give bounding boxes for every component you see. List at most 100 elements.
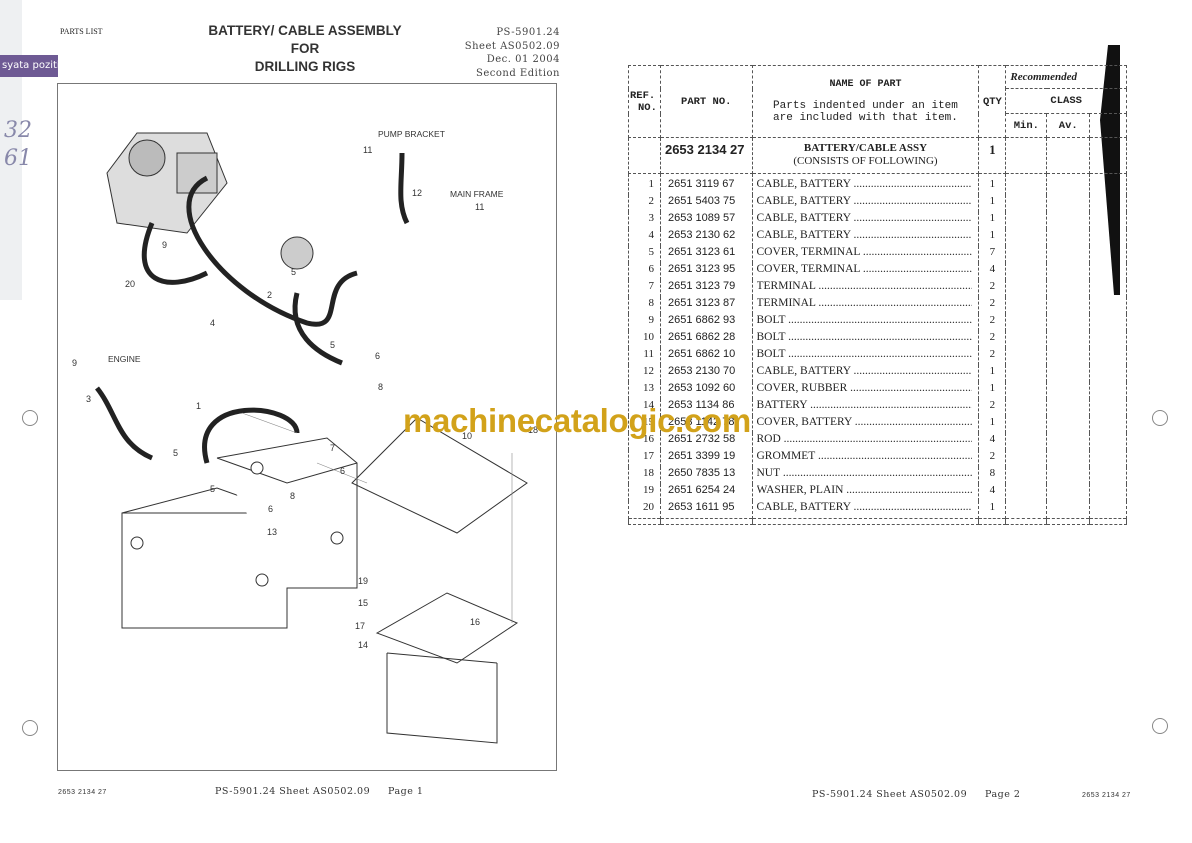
row-name: GROMMET [757,450,972,463]
assembly-part-no: 2653 2134 27 [659,137,753,174]
callout-number: 4 [210,318,216,328]
row-name: BOLT [757,331,972,344]
table-row: 3 2653 1089 57 CABLE, BATTERY 1 [628,212,1127,229]
callout-number: 17 [355,621,366,631]
callout-number: 13 [267,527,278,537]
row-qty: 1 [978,365,1007,382]
row-name: CABLE, BATTERY [757,501,972,514]
assembly-name: BATTERY/CABLE ASSY [803,142,928,154]
row-ref: 4 [628,229,661,246]
row-name: NUT [757,467,972,480]
batteries [121,437,358,629]
table-row: 9 2651 6862 93 BOLT 2 [628,314,1127,331]
header-min: Min. [1005,113,1048,138]
binder-hole [22,720,38,736]
page-title: BATTERY/ CABLE ASSEMBLY FOR DRILLING RIG… [180,22,430,76]
meta-line: Sheet AS0502.09 [464,40,560,52]
row-qty: 4 [978,263,1007,280]
row-part-no: 2651 5403 75 [659,195,753,212]
row-ref: 19 [628,484,661,501]
row-qty: 1 [978,195,1007,212]
row-name: COVER, TERMINAL [757,263,972,276]
cables [95,152,410,464]
row-qty: 2 [978,297,1007,314]
document-meta: PS-5901.24 Sheet AS0502.09 Dec. 01 2004 … [465,26,560,80]
row-name: WASHER, PLAIN [757,484,972,497]
callout-number: 6 [268,504,274,514]
row-ref: 15 [628,416,661,433]
table-row: 4 2653 2130 62 CABLE, BATTERY 1 [628,229,1127,246]
binder-hole [1152,410,1168,426]
row-qty: 8 [978,467,1007,484]
table-row: 10 2651 6862 28 BOLT 2 [628,331,1127,348]
row-ref: 5 [628,246,661,263]
row-qty: 2 [978,450,1007,467]
row-qty: 4 [978,433,1007,450]
binder-hole [22,410,38,426]
callout-number: 3 [86,394,92,404]
callout-number: 9 [162,240,168,250]
starter-motor [106,132,228,234]
row-ref: 13 [628,382,661,399]
table-row: 14 2653 1134 86 BATTERY 2 [628,399,1127,416]
row-part-no: 2653 1089 57 [659,212,753,229]
row-part-no: 2653 1611 95 [659,501,753,519]
row-part-no: 2651 3123 61 [659,246,753,263]
row-name: BOLT [757,348,972,361]
row-ref: 12 [628,365,661,382]
callout-number: 7 [330,443,336,453]
callout-number: 11 [363,145,373,155]
row-qty: 4 [978,484,1007,501]
row-part-no: 2653 1134 86 [659,399,753,416]
table-row: 7 2651 3123 79 TERMINAL 2 [628,280,1127,297]
row-part-no: 2651 3399 19 [659,450,753,467]
row-ref: 10 [628,331,661,348]
row-ref: 1 [628,173,661,195]
callout-number: 9 [72,358,78,368]
callout-leaders [241,412,513,623]
table-row: 5 2651 3123 61 COVER, TERMINAL 7 [628,246,1127,263]
callout-number: 12 [412,188,423,198]
footer-part-number: 2653 2134 27 [1082,792,1131,799]
row-part-no: 2653 1092 60 [659,382,753,399]
callout-number: 6 [340,466,346,476]
callout-number: 20 [125,279,136,289]
row-name: CABLE, BATTERY [757,195,972,208]
header-class: CLASS [1005,88,1127,114]
header-name: NAME OF PART [829,79,902,90]
row-qty: 1 [978,212,1007,229]
table-row: 1 2651 3119 67 CABLE, BATTERY 1 [628,173,1127,195]
meta-line: Second Edition [476,67,560,79]
footer-sheet: PS-5901.24 Sheet AS0502.09 [215,786,371,797]
row-ref: 18 [628,467,661,484]
row-qty: 1 [978,501,1007,519]
row-name: CABLE, BATTERY [757,365,972,378]
callout-number: 5 [210,484,216,494]
row-qty: 1 [978,416,1007,433]
header-qty: QTY [978,65,1007,138]
row-part-no: 2653 2130 70 [659,365,753,382]
row-name: CABLE, BATTERY [757,212,972,225]
table-row: 12 2653 2130 70 CABLE, BATTERY 1 [628,365,1127,382]
table-row: 6 2651 3123 95 COVER, TERMINAL 4 [628,263,1127,280]
header-ref: REF. [630,89,656,102]
handwritten-note: 61 [4,146,32,171]
callout-number: 1 [196,401,202,411]
callout-number: 14 [358,640,369,650]
table-row: 11 2651 6862 10 BOLT 2 [628,348,1127,365]
row-part-no: 2651 3123 87 [659,297,753,314]
row-qty: 2 [978,280,1007,297]
table-row: 16 2651 2732 58 ROD 4 [628,433,1127,450]
callout-number: 5 [291,267,297,277]
table-row: 15 2653 1142 78 COVER, BATTERY 1 [628,416,1127,433]
header-note: Parts indented under an item [773,100,958,112]
footer-part-number: 2653 2134 27 [58,789,107,796]
row-ref: 3 [628,212,661,229]
header-recommended: Recommended [1005,65,1127,89]
row-qty: 2 [978,331,1007,348]
row-part-no: 2651 3123 95 [659,263,753,280]
title-line: DRILLING RIGS [254,59,356,74]
header-av: Av. [1046,113,1091,138]
diagram-frame [57,83,557,771]
